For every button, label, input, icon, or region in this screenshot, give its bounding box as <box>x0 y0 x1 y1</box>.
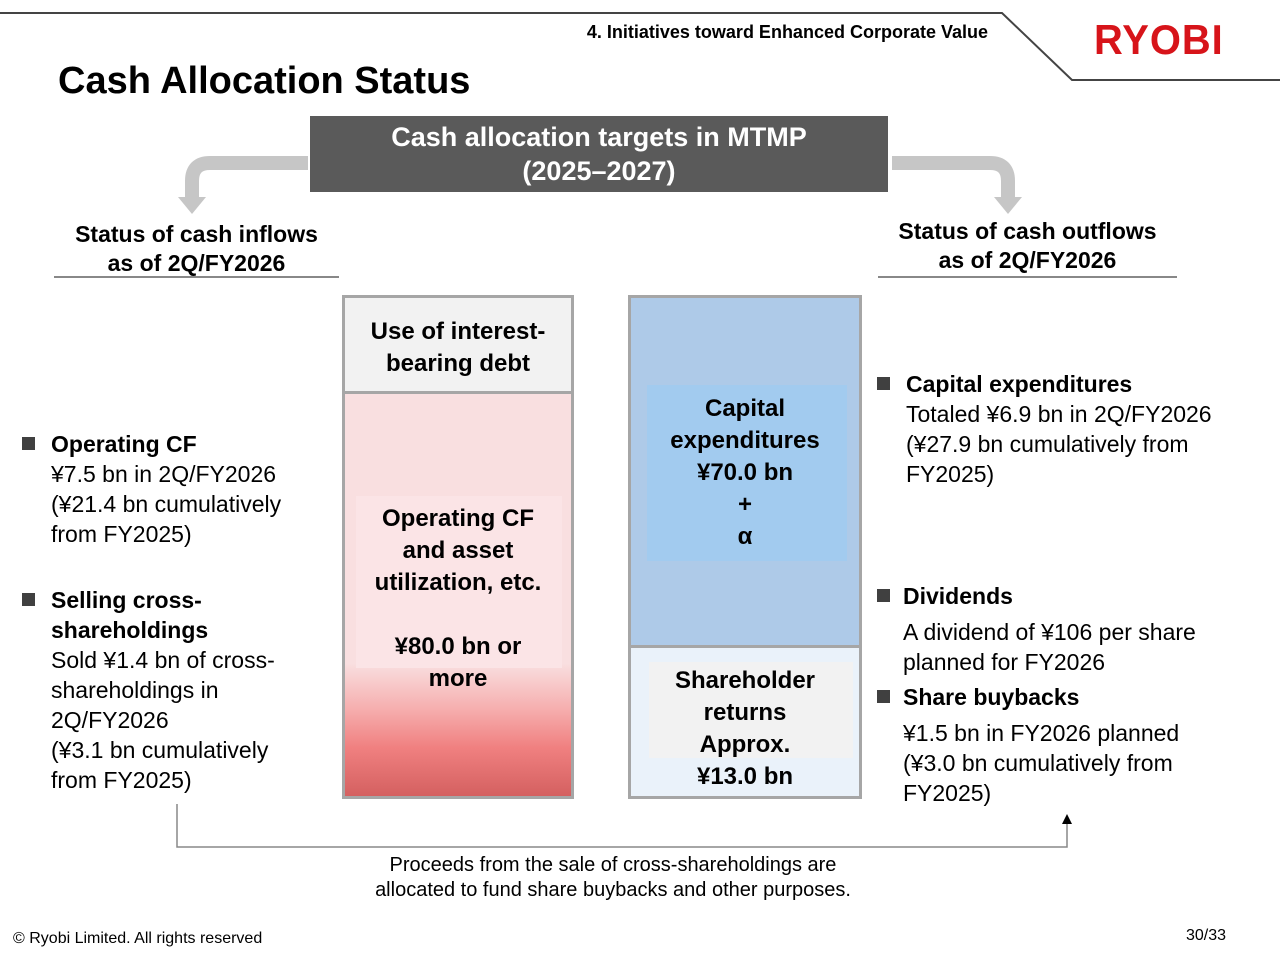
outflow-item-text: planned for FY2026 <box>903 649 1106 675</box>
allocation-targets-title: Cash allocation targets in MTMP <box>391 122 807 152</box>
capex-label-bg <box>647 385 847 561</box>
outflow-item-text: (¥27.9 bn cumulatively from <box>906 431 1189 457</box>
outflow-item-title: Share buybacks <box>903 684 1080 710</box>
cash-inflows-heading-line1: Status of cash inflows <box>75 221 318 247</box>
outflow-item-title: Dividends <box>903 583 1013 609</box>
inflow-item-operating-cf: Operating CF ¥7.5 bn in 2Q/FY2026 (¥21.4… <box>51 429 281 549</box>
right-curved-arrow-icon <box>892 156 1022 214</box>
cash-outflows-heading: Status of cash outflows as of 2Q/FY2026 <box>878 217 1177 278</box>
bullet-square-icon <box>877 377 890 390</box>
outflow-item-text: (¥3.0 bn cumulatively from <box>903 750 1173 776</box>
bullet-square-icon <box>22 593 35 606</box>
shareholder-returns-label-bg <box>649 662 853 758</box>
header-divider-line <box>0 12 1280 81</box>
cash-inflow-bar <box>342 295 574 799</box>
capital-expenditures-label: Capital expenditures ¥70.0 bn + α <box>631 393 859 553</box>
outflow-item-text: FY2025) <box>906 461 995 487</box>
inflow-item-text: from FY2025) <box>51 521 192 547</box>
outflow-item-title: Capital expenditures <box>906 371 1133 397</box>
inflow-item-text: from FY2025) <box>51 767 192 793</box>
allocation-targets-period: (2025–2027) <box>522 156 676 186</box>
opcf-label-line: Operating CF <box>381 505 534 532</box>
inflow-item-text: (¥21.4 bn cumulatively <box>51 491 282 517</box>
inflow-item-text: 2Q/FY2026 <box>51 707 169 733</box>
debt-label-line: bearing debt <box>385 350 530 377</box>
returns-label-line: ¥13.0 bn <box>696 763 794 790</box>
inflow-item-text: ¥7.5 bn in 2Q/FY2026 <box>51 461 277 487</box>
returns-label-line: Shareholder <box>674 667 816 694</box>
capex-label-line: expenditures <box>670 427 820 454</box>
proceeds-note-line: allocated to fund share buybacks and oth… <box>375 879 851 901</box>
returns-label-line: Approx. <box>699 731 791 758</box>
allocation-targets-box: Cash allocation targets in MTMP (2025–20… <box>310 116 888 192</box>
proceeds-note: Proceeds from the sale of cross-sharehol… <box>313 853 913 903</box>
section-label: 4. Initiatives toward Enhanced Corporate… <box>586 22 988 42</box>
outflow-item-text: A dividend of ¥106 per share <box>903 619 1196 645</box>
outflow-item-text: FY2025) <box>903 780 992 806</box>
cash-inflows-heading-line2: as of 2Q/FY2026 <box>107 250 286 276</box>
bullet-square-icon <box>877 589 890 602</box>
outflow-item-capex: Capital expenditures Totaled ¥6.9 bn in … <box>906 369 1212 489</box>
cash-outflows-heading-line1: Status of cash outflows <box>898 218 1157 244</box>
bullet-square-icon <box>877 690 890 703</box>
opcf-label-spacer <box>345 599 571 631</box>
interest-bearing-debt-label: Use of interest- bearing debt <box>345 316 571 380</box>
outflow-item-dividends: Dividends A dividend of ¥106 per share p… <box>903 581 1196 677</box>
bullet-square-icon <box>22 437 35 450</box>
cash-outflows-heading-line2: as of 2Q/FY2026 <box>938 247 1117 273</box>
cash-outflow-bar <box>628 295 862 799</box>
capex-label-line: Capital <box>704 395 785 422</box>
outflow-item-text: Totaled ¥6.9 bn in 2Q/FY2026 <box>906 401 1212 427</box>
shareholder-returns-label: Shareholder returns Approx. ¥13.0 bn <box>631 665 859 793</box>
inflow-item-cross-shareholdings: Selling cross- shareholdings Sold ¥1.4 b… <box>51 585 275 795</box>
cash-inflows-heading: Status of cash inflows as of 2Q/FY2026 <box>54 220 339 278</box>
left-curved-arrow-icon <box>178 156 308 214</box>
returns-label-line: returns <box>703 699 787 726</box>
page-title: Cash Allocation Status <box>58 60 471 102</box>
copyright-text: © Ryobi Limited. All rights reserved <box>13 930 263 947</box>
proceeds-note-line: Proceeds from the sale of cross-sharehol… <box>389 854 837 876</box>
debt-label-line: Use of interest- <box>370 318 546 345</box>
page-number: 30/33 <box>1185 927 1226 944</box>
operating-cf-label-bg <box>356 496 562 668</box>
opcf-label-line: and asset <box>402 537 514 564</box>
inflow-item-title: shareholdings <box>51 617 209 643</box>
proceeds-connector-arrow-icon <box>176 804 1072 848</box>
inflow-item-title: Selling cross- <box>51 587 202 613</box>
capex-label-line: + <box>737 491 752 518</box>
opcf-label-line: utilization, etc. <box>374 569 542 596</box>
outflow-item-share-buybacks: Share buybacks ¥1.5 bn in FY2026 planned… <box>903 682 1179 808</box>
inflow-item-text: shareholdings in <box>51 677 219 703</box>
opcf-label-line: more <box>428 665 488 692</box>
inflow-item-text: Sold ¥1.4 bn of cross- <box>51 647 275 673</box>
outflow-item-text: ¥1.5 bn in FY2026 planned <box>903 720 1180 746</box>
opcf-label-line: ¥80.0 bn or <box>394 633 522 660</box>
operating-cf-label: Operating CF and asset utilization, etc.… <box>345 503 571 695</box>
capex-label-line: α <box>737 523 753 550</box>
capex-label-line: ¥70.0 bn <box>696 459 794 486</box>
ryobi-logo: RYOBI <box>1094 16 1224 63</box>
interest-bearing-debt-segment <box>345 298 571 394</box>
inflow-item-text: (¥3.1 bn cumulatively <box>51 737 269 763</box>
inflow-item-title: Operating CF <box>51 431 197 457</box>
